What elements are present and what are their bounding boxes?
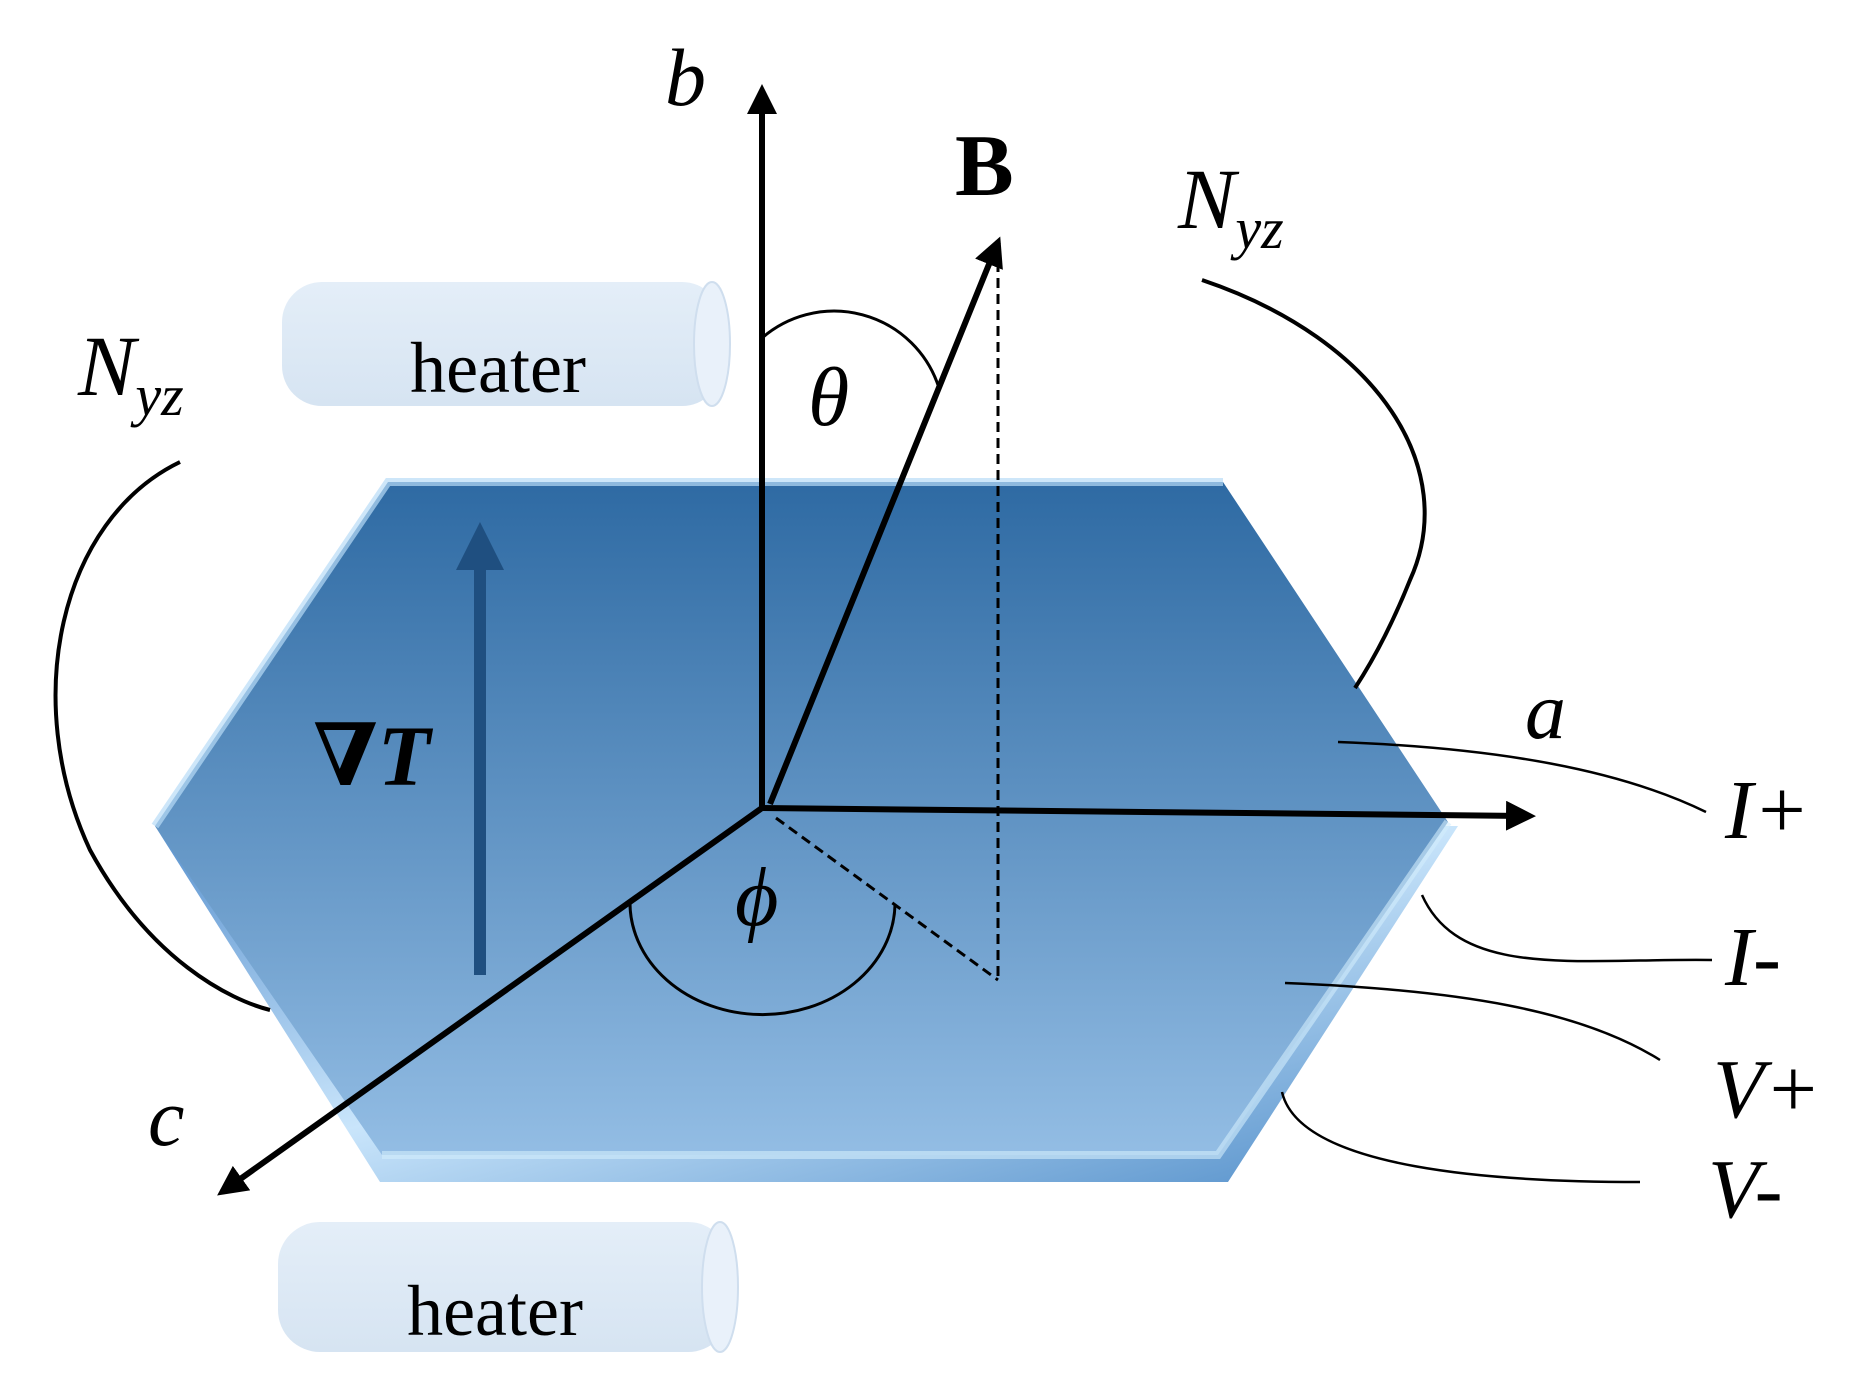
temperature-gradient-arrow <box>456 522 504 975</box>
crystal-slab <box>151 478 1458 1182</box>
crystal-top-face <box>155 482 1448 1155</box>
lead-I-minus-label: I- <box>1724 911 1781 1004</box>
axis-b-label: b <box>665 32 706 123</box>
phi-label: ϕ <box>735 851 778 944</box>
heater-top-label: heater <box>410 328 586 408</box>
heater-bottom-label: heater <box>407 1271 583 1351</box>
theta-arc <box>761 309 940 386</box>
phi-arc <box>628 899 897 1017</box>
heater-top: heater <box>282 281 731 408</box>
field-B-line <box>767 236 1003 806</box>
lead-I-plus-label: I+ <box>1724 764 1810 857</box>
lead-wires <box>1280 740 1713 1184</box>
heater-bottom: heater <box>278 1221 739 1353</box>
nernst-curve-right <box>1201 278 1427 690</box>
field-projection <box>775 262 1000 982</box>
nernst-label-left: Nyz <box>77 318 184 428</box>
nernst-label-right: Nyz <box>1177 151 1284 261</box>
axis-c-label: c <box>148 1072 184 1163</box>
lead-V-minus-label: V- <box>1708 1143 1783 1236</box>
nernst-curve-left <box>53 460 271 1012</box>
axis-c-line <box>217 805 764 1196</box>
theta-label: θ <box>808 351 849 444</box>
gradient-label: ∇T <box>313 708 434 804</box>
axis-a-line <box>761 800 1536 831</box>
lead-V-plus-label: V+ <box>1713 1043 1821 1136</box>
axis-a-label: a <box>1525 665 1566 756</box>
crystal-axes <box>217 84 1536 1196</box>
field-B-label: B <box>955 118 1014 215</box>
